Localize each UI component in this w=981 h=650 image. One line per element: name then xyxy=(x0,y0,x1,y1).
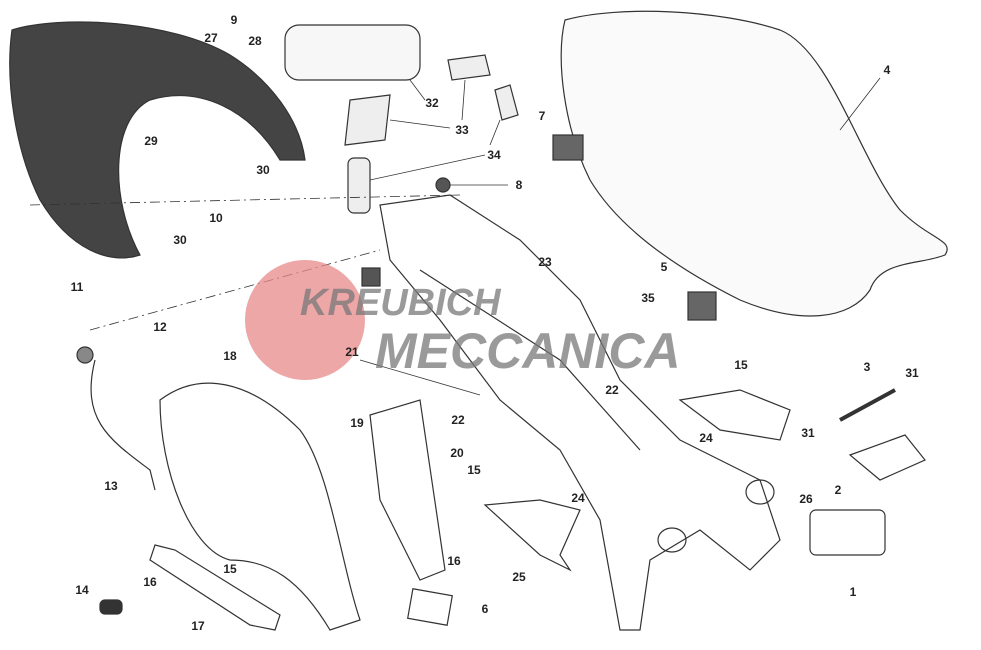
bushing-2 xyxy=(657,527,687,553)
callout-29: 29 xyxy=(144,134,158,148)
frame-part xyxy=(379,194,781,631)
lock-12 xyxy=(76,346,94,364)
callout-28: 28 xyxy=(248,34,262,48)
callout-15c: 15 xyxy=(223,562,237,576)
callout-21: 21 xyxy=(345,345,359,359)
bracket-24 xyxy=(678,389,791,441)
bushing xyxy=(745,479,775,505)
callout-32: 32 xyxy=(425,96,439,110)
panel-19 xyxy=(369,399,446,581)
plate-6 xyxy=(407,588,453,626)
callout-12: 12 xyxy=(153,320,167,334)
cable-part xyxy=(90,359,156,491)
callout-13: 13 xyxy=(104,479,118,493)
callout-33: 33 xyxy=(455,123,469,137)
pad-small xyxy=(447,54,491,81)
callout-24b: 24 xyxy=(571,491,585,505)
callout-4: 4 xyxy=(883,63,891,77)
callout-7: 7 xyxy=(538,109,546,123)
part-5 xyxy=(687,291,717,321)
pad-32 xyxy=(284,24,421,81)
pad-33 xyxy=(344,94,391,146)
callout-24: 24 xyxy=(699,431,713,445)
pad-small-2 xyxy=(494,84,519,121)
watermark-text-1: KREUBICH xyxy=(300,282,501,324)
callout-26: 26 xyxy=(799,492,813,506)
callout-31: 31 xyxy=(905,366,919,380)
callout-16: 16 xyxy=(447,554,461,568)
callout-5: 5 xyxy=(660,260,668,274)
frame-part-2 xyxy=(419,269,641,451)
part-14 xyxy=(99,599,123,615)
callout-17: 17 xyxy=(191,619,205,633)
seat-part xyxy=(560,10,948,317)
side-panel-part xyxy=(159,382,361,631)
callout-9: 9 xyxy=(230,13,238,27)
grommet-8 xyxy=(435,177,451,193)
seat-cover-part xyxy=(9,21,306,259)
bar-3 xyxy=(839,388,896,422)
callout-1: 1 xyxy=(849,585,857,599)
callout-20: 20 xyxy=(450,446,464,460)
trim-17 xyxy=(149,544,281,631)
callout-14: 14 xyxy=(75,583,89,597)
bracket-25 xyxy=(483,499,581,572)
callout-22b: 22 xyxy=(451,413,465,427)
callout-15: 15 xyxy=(734,358,748,372)
callout-15b: 15 xyxy=(467,463,481,477)
handle-2 xyxy=(848,434,926,481)
lock-1 xyxy=(809,509,886,556)
callout-6: 6 xyxy=(481,602,489,616)
callout-27: 27 xyxy=(204,31,218,45)
callout-22: 22 xyxy=(605,383,619,397)
callout-18: 18 xyxy=(223,349,237,363)
callout-35: 35 xyxy=(641,291,655,305)
watermark-text-2: MECCANICA xyxy=(375,323,681,379)
callout-8: 8 xyxy=(515,178,523,192)
pad-34 xyxy=(347,157,371,214)
callout-30b: 30 xyxy=(173,233,187,247)
callout-34: 34 xyxy=(487,148,501,162)
part-21 xyxy=(361,267,381,287)
callout-10: 10 xyxy=(209,211,223,225)
callout-23: 23 xyxy=(538,255,552,269)
callout-30: 30 xyxy=(256,163,270,177)
watermark-circle xyxy=(245,260,365,380)
callout-16b: 16 xyxy=(143,575,157,589)
callout-11: 11 xyxy=(70,280,84,294)
callout-2: 2 xyxy=(834,483,842,497)
callout-31b: 31 xyxy=(801,426,815,440)
callout-3: 3 xyxy=(863,360,871,374)
callout-25: 25 xyxy=(512,570,526,584)
callout-19: 19 xyxy=(350,416,364,430)
part-7 xyxy=(552,134,584,161)
